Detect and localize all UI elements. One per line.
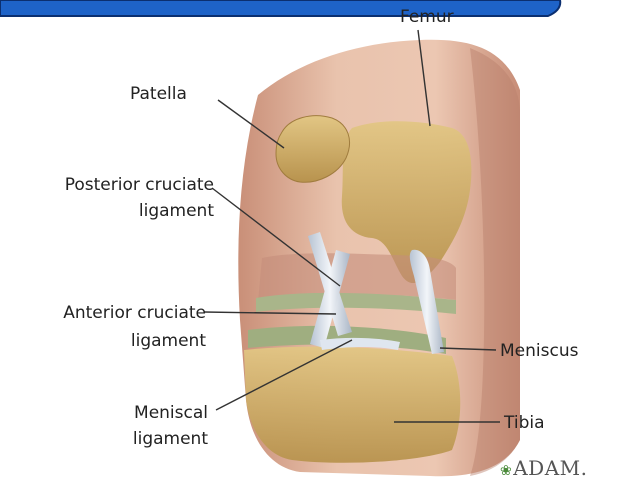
label-meniscal-ligament: Meniscal xyxy=(10,402,208,424)
leaf-icon: ❀ xyxy=(500,463,512,479)
adam-logo: ❀ADAM. xyxy=(500,456,588,480)
label-patella: Patella xyxy=(130,83,187,105)
label-anterior-cruciate-2: ligament xyxy=(10,330,206,352)
tibia-bone xyxy=(244,347,460,463)
label-anterior-cruciate: Anterior cruciate xyxy=(10,302,206,324)
label-meniscus: Meniscus xyxy=(500,340,578,362)
label-meniscal-ligament-2: ligament xyxy=(10,428,208,450)
label-femur: Femur xyxy=(400,6,454,28)
label-tibia: Tibia xyxy=(504,412,545,434)
label-posterior-cruciate-2: ligament xyxy=(10,200,214,222)
logo-text: ADAM. xyxy=(513,456,587,480)
title-banner xyxy=(0,0,560,16)
label-posterior-cruciate: Posterior cruciate xyxy=(10,174,214,196)
